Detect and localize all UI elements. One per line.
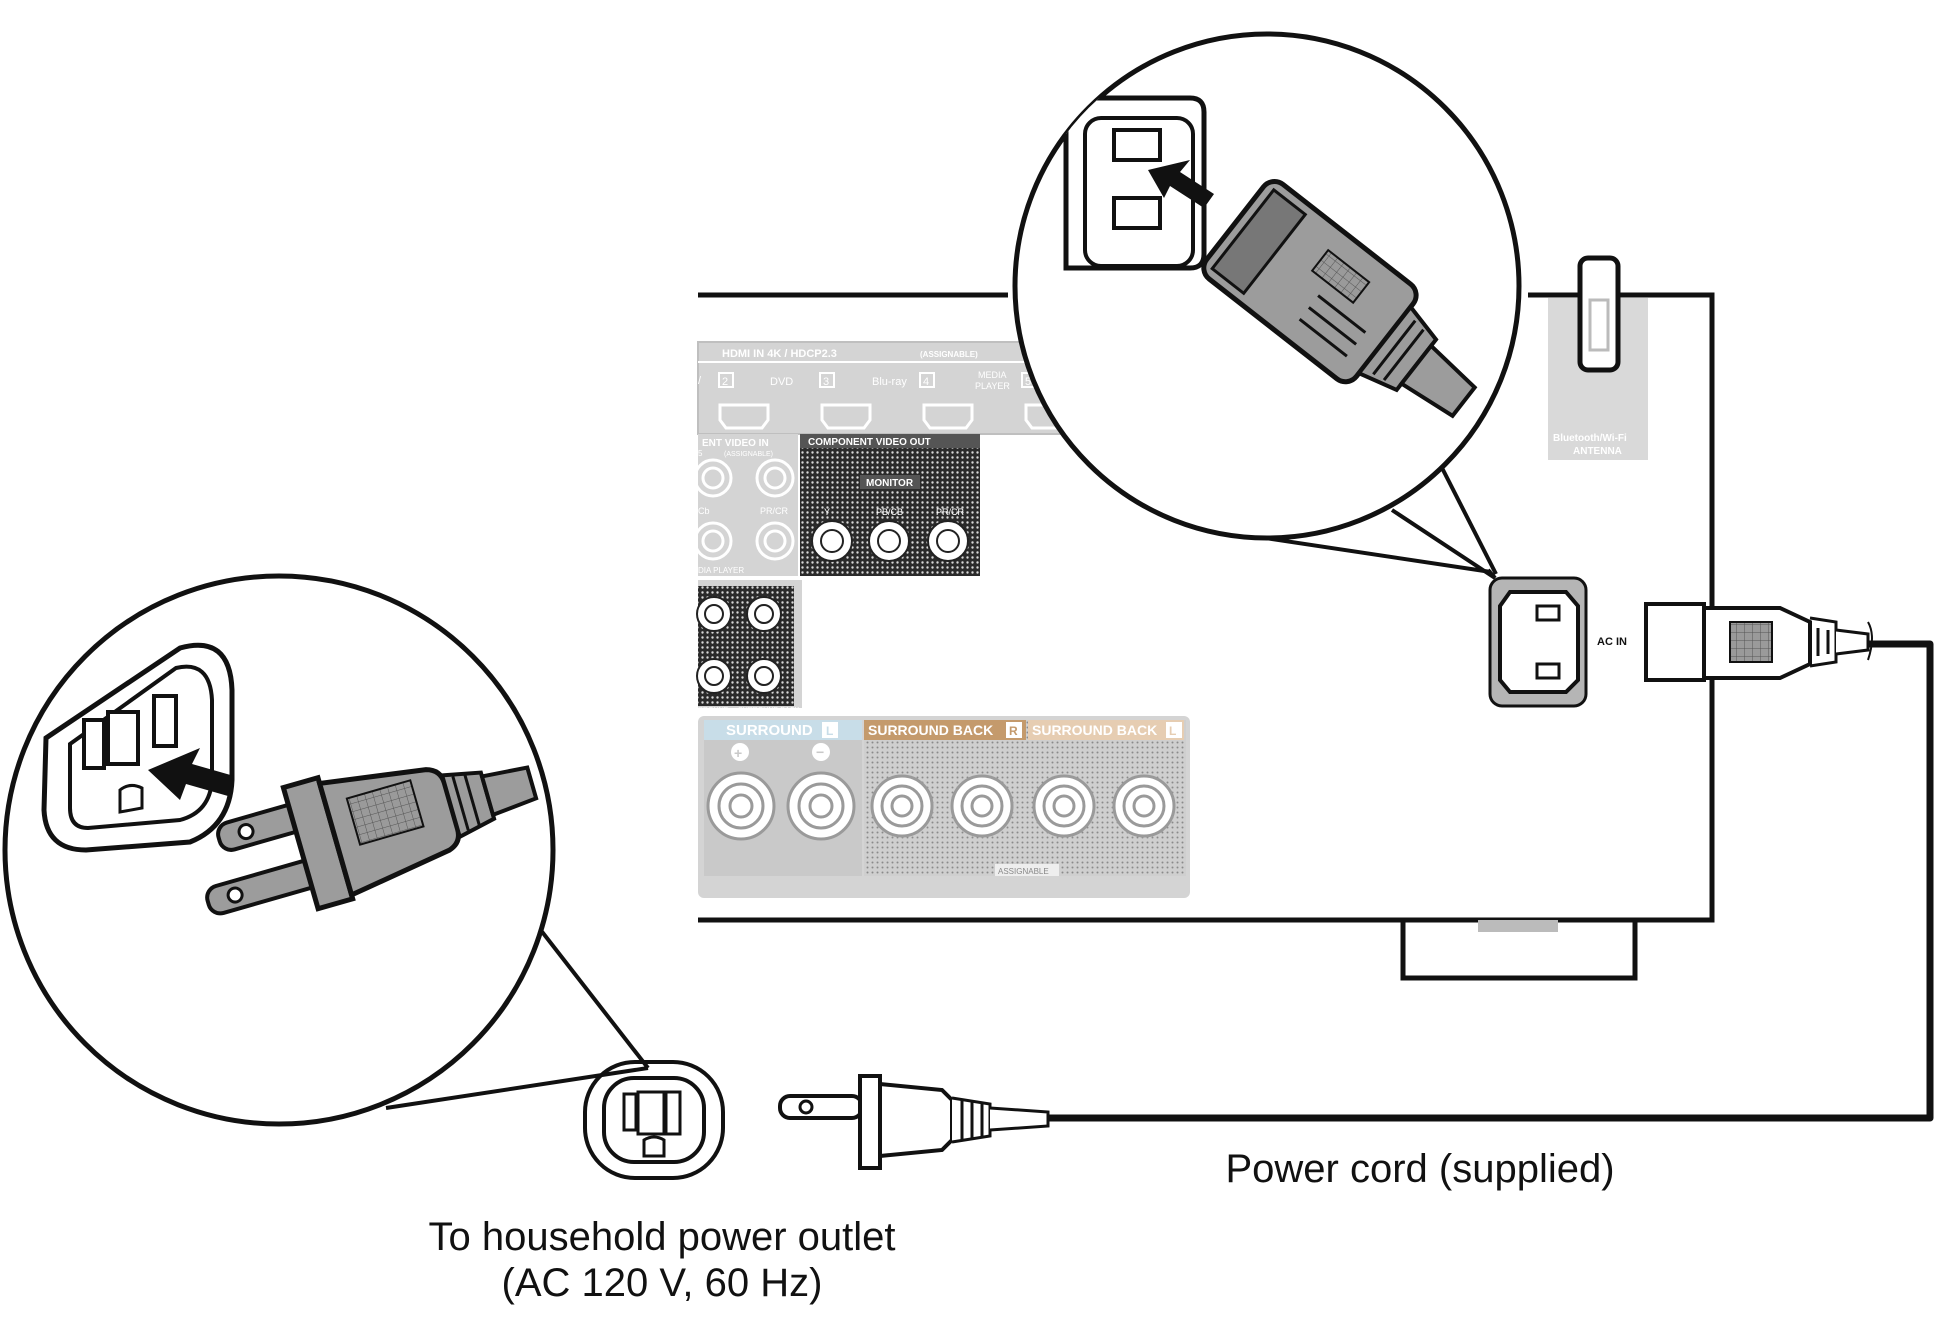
receiver-rear-panel: HDMI IN 4K / HDCP2.3 (ASSIGNABLE) / 2 DV… <box>693 255 1873 981</box>
surround-l-badge: L <box>826 724 833 738</box>
component-in-num: 5 <box>698 449 703 458</box>
wall-outlet <box>583 1060 725 1180</box>
component-out-header: COMPONENT VIDEO OUT <box>808 437 931 448</box>
hdmi-num-5: 5 <box>1025 376 1031 388</box>
preout-label-a: RROUND <box>698 707 729 714</box>
antenna-label-b: ANTENNA <box>1573 446 1622 457</box>
hdmi-num-2: 2 <box>722 376 728 388</box>
component-video-in-section: ENT VIDEO IN (ASSIGNABLE) 5 Cb PR/CR DIA… <box>693 434 798 576</box>
hdmi-num-4: 4 <box>923 376 929 388</box>
insert-arrow-icon <box>1148 160 1214 208</box>
outlet-caption-line2: (AC 120 V, 60 Hz) <box>501 1261 823 1305</box>
cord-plug <box>778 1074 1050 1170</box>
antenna-label-a: Bluetooth/Wi-Fi <box>1553 433 1627 444</box>
hdmi-port <box>922 403 974 430</box>
surround-l-label: SURROUND <box>726 722 813 739</box>
hdmi-header-label: HDMI IN 4K / HDCP2.3 <box>722 348 837 360</box>
ac-in-label: AC IN <box>1597 636 1627 648</box>
hdmi-label-bluray: Blu-ray <box>872 376 907 388</box>
speaker-terminal-section: SURROUND L SURROUND BACK R SURROUND BACK… <box>698 716 1190 898</box>
surround-preout-section: RROUND SURROUND BACK <box>696 580 802 714</box>
hdmi-label-media: MEDIA <box>978 370 1007 380</box>
magnifier-iec-detail <box>1012 31 1522 580</box>
preout-label-b: SURROUND BACK <box>738 707 800 714</box>
plus-marker: + <box>734 745 742 761</box>
component-out-y: Y <box>824 507 830 517</box>
surround-back-l-label: SURROUND BACK <box>1032 722 1157 738</box>
component-in-media: DIA PLAYER <box>698 566 744 575</box>
hdmi-port <box>718 403 770 430</box>
component-in-pb: Cb <box>698 506 710 516</box>
power-cord-caption: Power cord (supplied) <box>1180 1146 1660 1192</box>
component-in-header: ENT VIDEO IN <box>702 438 769 449</box>
minus-marker: − <box>816 744 824 760</box>
hdmi-label-dvd: DVD <box>770 376 793 388</box>
surround-back-r-badge: R <box>1009 724 1018 738</box>
insert-arrow-icon <box>148 748 234 800</box>
hdmi-num-1: / <box>698 375 702 387</box>
component-in-assignable: (ASSIGNABLE) <box>724 451 773 458</box>
hdmi-label-player: PLAYER <box>975 381 1010 391</box>
hdmi-input-section: HDMI IN 4K / HDCP2.3 (ASSIGNABLE) / 2 DV… <box>697 341 1066 435</box>
bluetooth-wifi-antenna: Bluetooth/Wi-Fi ANTENNA <box>1548 255 1648 460</box>
component-in-pr: PR/CR <box>760 506 789 516</box>
power-cord-caption-text: Power cord (supplied) <box>1225 1147 1615 1191</box>
component-out-pr: PR/CR <box>936 507 965 517</box>
hdmi-assignable-label: (ASSIGNABLE) <box>920 350 978 359</box>
iec-connector-plugged <box>1644 602 1873 682</box>
outlet-caption: To household power outlet (AC 120 V, 60 … <box>362 1214 962 1306</box>
hdmi-port <box>820 403 872 430</box>
magnifier-wall-plug-detail <box>2 573 650 1127</box>
hdmi-num-3: 3 <box>823 376 829 388</box>
power-cord <box>778 640 1934 1170</box>
outlet-caption-line1: To household power outlet <box>428 1215 896 1259</box>
surround-back-l-badge: L <box>1169 724 1176 738</box>
component-out-monitor: MONITOR <box>866 478 914 489</box>
assignable-label: ASSIGNABLE <box>998 867 1049 876</box>
component-out-pb: PB/CB <box>876 507 903 517</box>
component-video-out-section: COMPONENT VIDEO OUT MONITOR Y PB/CB PR/C… <box>800 434 980 576</box>
ac-in-socket: AC IN <box>1488 576 1627 708</box>
surround-back-r-label: SURROUND BACK <box>868 722 993 738</box>
